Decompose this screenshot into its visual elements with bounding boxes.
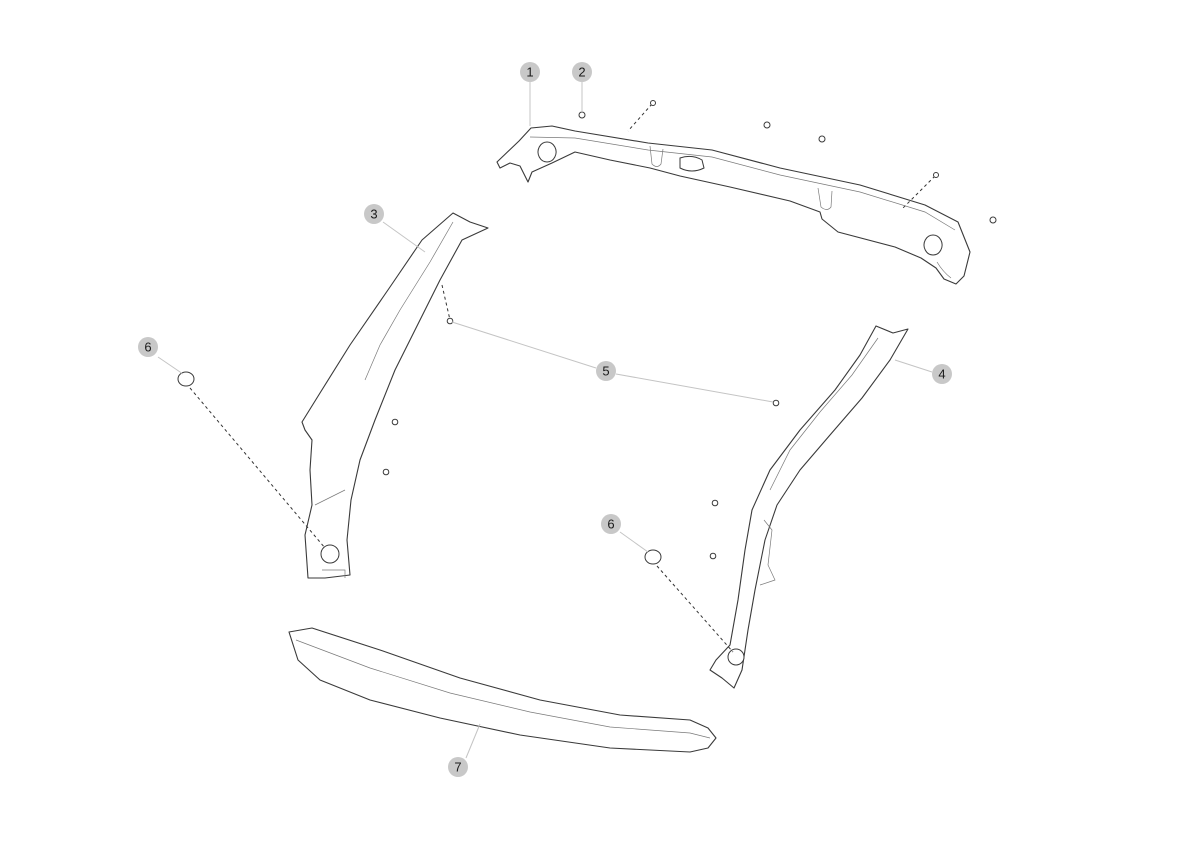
callout-6-left-label: 6	[144, 340, 151, 355]
callout-1-label: 1	[526, 65, 533, 80]
callout-6-left: 6	[138, 337, 158, 357]
right-pillar-trim	[709, 325, 909, 689]
callout-6-right-label: 6	[607, 517, 614, 532]
upper-trim-rail	[496, 125, 971, 285]
callout-6-right: 6	[601, 514, 621, 534]
callout-4-label: 4	[938, 367, 945, 382]
callout-1: 1	[520, 62, 540, 82]
cap-plug-left	[177, 371, 326, 549]
callout-3: 3	[364, 204, 384, 224]
callout-7: 7	[448, 757, 468, 777]
clip-group-middle	[382, 317, 780, 560]
lower-trim-rail	[288, 627, 717, 753]
callout-2-label: 2	[578, 65, 585, 80]
leader-lines	[157, 82, 933, 759]
callout-3-label: 3	[370, 207, 377, 222]
left-pillar-trim	[301, 212, 489, 579]
clip-group-top	[578, 100, 997, 224]
callout-5: 5	[596, 361, 616, 381]
callout-5-label: 5	[602, 364, 609, 379]
callout-2: 2	[572, 62, 592, 82]
callout-7-label: 7	[454, 760, 461, 775]
cap-plug-right	[644, 549, 734, 653]
callout-4: 4	[932, 364, 952, 384]
